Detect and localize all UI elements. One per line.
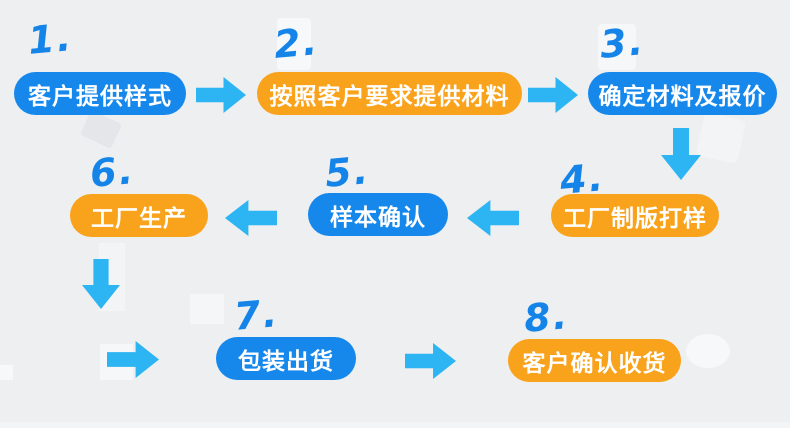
- step-5-label: 样本确认: [330, 204, 426, 231]
- step-1-number: 1.: [26, 15, 75, 63]
- arrow-down-icon: [661, 128, 701, 180]
- step-4-label: 工厂制版打样: [563, 205, 707, 232]
- step-8-pill: 客户确认收货: [508, 339, 681, 382]
- decor-shape: [0, 365, 13, 380]
- step-6-number: 6.: [88, 148, 137, 196]
- step-8-number: 8.: [522, 293, 571, 341]
- step-1-pill: 客户提供样式: [14, 72, 186, 115]
- step-3-number: 3.: [598, 19, 647, 67]
- step-2-number: 2.: [272, 19, 321, 67]
- arrow-right-icon: [196, 77, 246, 113]
- step-3-pill: 确定材料及报价: [588, 72, 777, 115]
- decor-shape: [695, 112, 747, 164]
- step-4-pill: 工厂制版打样: [551, 194, 719, 237]
- step-6-label: 工厂生产: [91, 205, 187, 232]
- step-6-pill: 工厂生产: [70, 194, 208, 237]
- decor-shape: [0, 422, 790, 428]
- arrow-right-icon: [107, 341, 159, 378]
- arrow-right-icon: [528, 77, 578, 113]
- step-2-label: 按照客户要求提供材料: [269, 83, 510, 110]
- step-5-number: 5.: [323, 148, 372, 196]
- step-7-label: 包装出货: [238, 348, 334, 375]
- step-8-label: 客户确认收货: [522, 350, 667, 377]
- step-1-label: 客户提供样式: [28, 83, 172, 110]
- step-7-pill: 包装出货: [216, 337, 356, 380]
- decor-shape: [79, 110, 123, 149]
- arrow-left-icon: [467, 200, 519, 236]
- decor-shape: [190, 294, 224, 324]
- arrow-right-icon: [405, 343, 456, 379]
- step-3-label: 确定材料及报价: [598, 83, 767, 110]
- decor-shape: [686, 334, 730, 368]
- step-5-pill: 样本确认: [308, 193, 448, 236]
- arrow-left-icon: [225, 200, 277, 236]
- step-7-number: 7.: [232, 291, 281, 339]
- arrow-down-icon: [82, 259, 120, 309]
- step-2-pill: 按照客户要求提供材料: [257, 72, 522, 115]
